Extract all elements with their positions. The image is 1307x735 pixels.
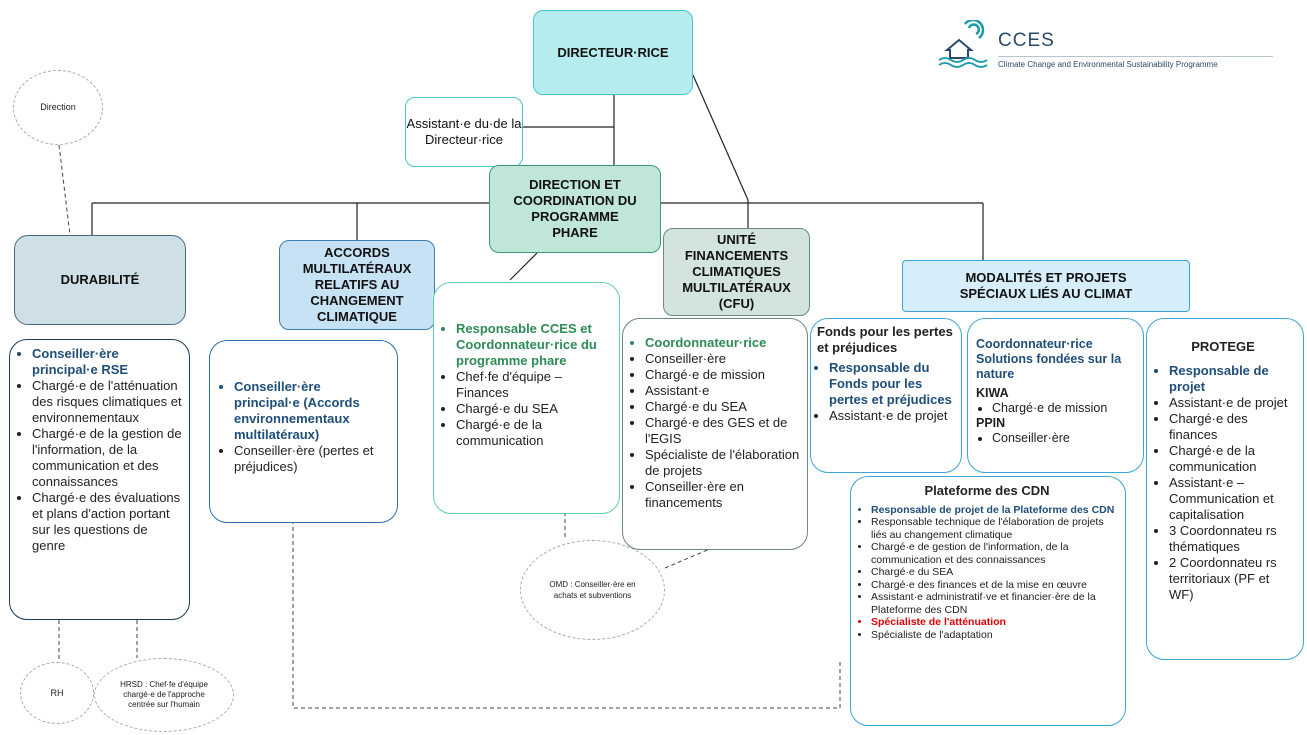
hrsd-circle: HRSD : Chef·fe d'équipe chargé·e de l'ap… <box>94 658 234 732</box>
list-item: Conseiller·ère principal·e RSE <box>32 346 183 378</box>
cfu-detail-box: Coordonnateur·rice Conseiller·ère Chargé… <box>622 318 808 550</box>
list-item: Responsable de projet de la Plateforme d… <box>871 504 1117 517</box>
list-item: Chef·fe d'équipe – Finances <box>456 369 611 401</box>
list-item: Chargé·e des finances <box>1169 411 1295 443</box>
protege-title: PROTEGE <box>1191 339 1255 354</box>
list-item: Spécialiste de l'adaptation <box>871 629 1117 642</box>
ppin-title: PPIN <box>976 416 1006 430</box>
list-item: Chargé·e du SEA <box>645 399 801 415</box>
list-item: Chargé·e des finances et de la mise en œ… <box>871 579 1117 592</box>
accords-detail-box: Conseiller·ère principal·e (Accords envi… <box>209 340 398 523</box>
list-item: Assistant·e de projet <box>1169 395 1295 411</box>
list-item: Assistant·e – Communication et capitalis… <box>1169 475 1295 523</box>
list-item: Coordonnateur·rice <box>645 335 801 351</box>
cdn-title: Plateforme des CDN <box>924 483 1050 498</box>
list-item: Conseiller·ère principal·e (Accords envi… <box>234 379 387 443</box>
fonds-detail-box: Fonds pour les pertes et préjudices Resp… <box>810 318 962 473</box>
list-item: Assistant·e administratif·ve et financie… <box>871 591 1117 616</box>
list-item: Conseiller·ère en financements <box>645 479 801 511</box>
snf-detail-box: Coordonnateur·rice Solutions fondées sur… <box>967 318 1144 473</box>
list-item: Chargé·e de gestion de l'information, de… <box>871 541 1117 566</box>
rh-circle: RH <box>20 662 94 724</box>
list-item: Chargé·e de mission <box>645 367 801 383</box>
assistant-node: Assistant·e du·de la Directeur·rice <box>405 97 523 167</box>
list-item: 2 Coordonnateu rs territoriaux (PF et WF… <box>1169 555 1295 603</box>
list-item: Responsable du Fonds pour les pertes et … <box>829 360 955 408</box>
direction-circle: Direction <box>13 70 103 145</box>
cdn-detail-box: Plateforme des CDN Responsable de projet… <box>850 476 1126 726</box>
protege-detail-box: PROTEGE Responsable de projet Assistant·… <box>1146 318 1304 660</box>
list-item: Chargé·e de la communication <box>456 417 611 449</box>
list-item: Conseiller·ère <box>992 431 1135 446</box>
modalites-node: MODALITÉS ET PROJETS SPÉCIAUX LIÉS AU CL… <box>902 260 1190 312</box>
list-item: Chargé·e des évaluations et plans d'acti… <box>32 490 183 554</box>
list-item: Responsable de projet <box>1169 363 1295 395</box>
omd-circle: OMD : Conseiller·ère en achats et subven… <box>520 540 665 640</box>
house-waves-icon <box>938 20 988 68</box>
list-item: Conseiller·ère <box>645 351 801 367</box>
list-item: Assistant·e <box>645 383 801 399</box>
phare-detail-box: Responsable CCES et Coordonnateur·rice d… <box>433 282 620 514</box>
accords-node: ACCORDS MULTILATÉRAUX RELATIFS AU CHANGE… <box>279 240 435 330</box>
list-item: Chargé·e de l'atténuation des risques cl… <box>32 378 183 426</box>
list-item: Conseiller·ère (pertes et préjudices) <box>234 443 387 475</box>
durabilite-node: DURABILITÉ <box>14 235 186 325</box>
director-node: DIRECTEUR·RICE <box>533 10 693 95</box>
list-item: Chargé·e du SEA <box>456 401 611 417</box>
list-item: Chargé·e des GES et de l'EGIS <box>645 415 801 447</box>
direction-phare-node: DIRECTION ET COORDINATION DU PROGRAMME P… <box>489 165 661 253</box>
list-item: Chargé·e de la communication <box>1169 443 1295 475</box>
cfu-node: UNITÉ FINANCEMENTS CLIMATIQUES MULTILATÉ… <box>663 228 810 316</box>
logo-divider <box>998 56 1273 57</box>
fonds-title: Fonds pour les pertes et préjudices <box>817 324 953 355</box>
list-item: Responsable technique de l'élaboration d… <box>871 516 1117 541</box>
list-item: Chargé·e de la gestion de l'information,… <box>32 426 183 490</box>
kiwa-title: KIWA <box>976 386 1009 400</box>
list-item: Chargé·e de mission <box>992 401 1135 416</box>
snf-lead: Coordonnateur·rice Solutions fondées sur… <box>976 337 1122 381</box>
logo-subtitle: Climate Change and Environmental Sustain… <box>998 60 1218 69</box>
list-item: Chargé·e du SEA <box>871 566 1117 579</box>
list-item: Spécialiste de l'élaboration de projets <box>645 447 801 479</box>
list-item: 3 Coordonnateu rs thématiques <box>1169 523 1295 555</box>
logo-title: CCES <box>998 30 1055 51</box>
list-item: Spécialiste de l'atténuation <box>871 616 1117 629</box>
durabilite-detail-box: Conseiller·ère principal·e RSE Chargé·e … <box>9 339 190 620</box>
list-item: Responsable CCES et Coordonnateur·rice d… <box>456 321 611 369</box>
list-item: Assistant·e de projet <box>829 408 955 424</box>
